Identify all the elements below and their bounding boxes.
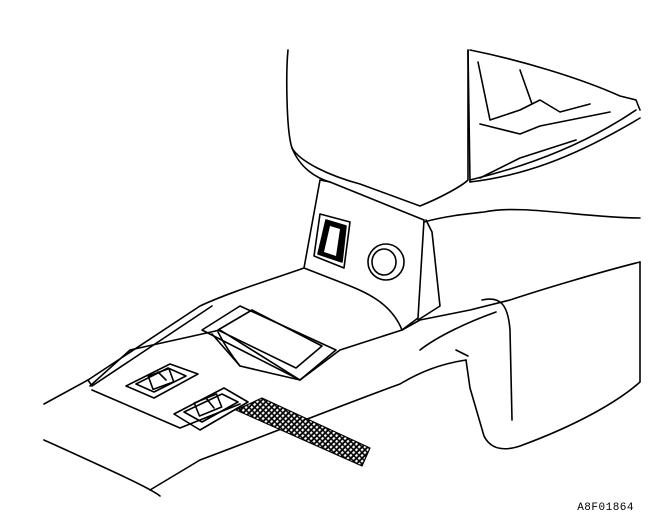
switch-right[interactable] (173, 387, 249, 431)
round-knob[interactable] (367, 243, 405, 281)
switch-left[interactable] (125, 363, 199, 399)
rocker-switch[interactable] (313, 213, 351, 269)
callout-arrow (235, 397, 371, 467)
console-body (43, 261, 641, 497)
front-panel (303, 179, 641, 331)
armrest-lid (286, 49, 471, 207)
rear-console (469, 49, 641, 183)
reference-code: A8F01864 (577, 502, 634, 514)
